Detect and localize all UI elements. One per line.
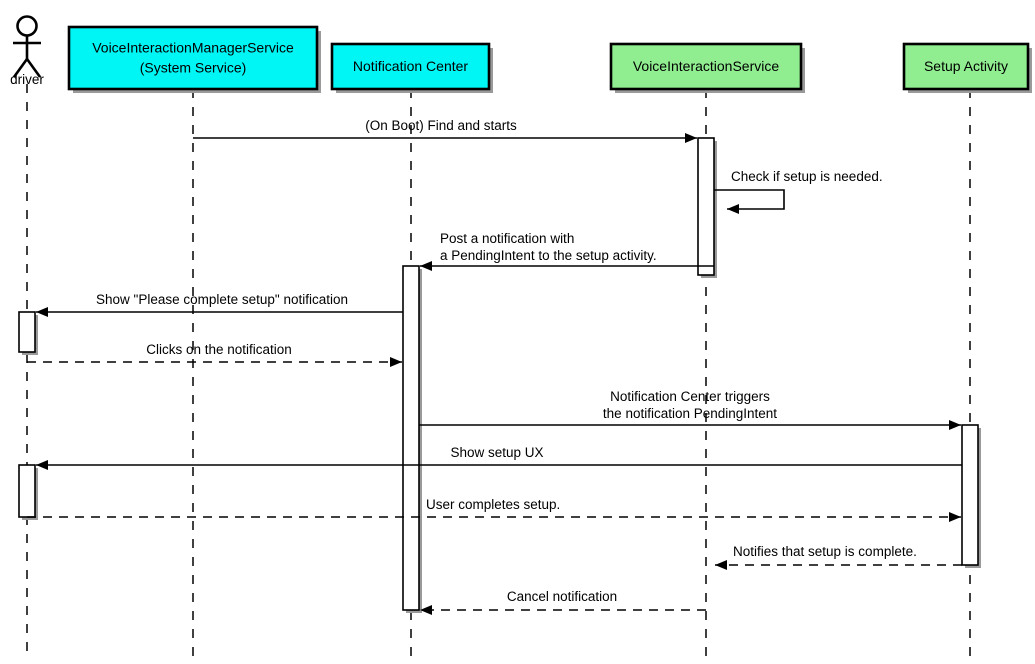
participant-label-line1: VoiceInteractionService <box>633 58 780 74</box>
activation-rect <box>18 311 36 353</box>
activation-bars-layer <box>18 137 981 613</box>
participant-heads-layer: driver VoiceInteractionManagerService (Sys… <box>10 15 1032 93</box>
message-msg-1: (On Boot) Find and starts <box>193 118 697 143</box>
actor-leg-left <box>12 58 29 78</box>
message-label: Notification Center triggers <box>610 389 770 404</box>
participant-box-fill[interactable] <box>609 42 803 91</box>
participant-label-line1: Notification Center <box>353 58 469 74</box>
message-msg-4: Show "Please complete setup" notificatio… <box>36 292 403 317</box>
message-label: Check if setup is needed. <box>731 169 883 184</box>
message-label: a PendingIntent to the setup activity. <box>440 248 657 263</box>
activation-rect <box>961 424 979 566</box>
activation-rect <box>697 137 715 276</box>
participant-label-line2: (System Service) <box>140 60 247 76</box>
activation-bar-notification_center <box>402 265 422 613</box>
message-msg-3: Post a notification with a PendingIntent … <box>420 231 714 271</box>
activation-bar-driver <box>18 311 38 355</box>
participant-box-fill[interactable] <box>330 42 491 91</box>
activation-bar-driver <box>18 464 38 520</box>
message-label: User completes setup. <box>426 497 560 512</box>
actor-leg-right <box>25 58 42 78</box>
message-label: Clicks on the notification <box>146 342 292 357</box>
activation-bar-setup_activity <box>961 424 981 568</box>
participant-box-notification_center[interactable]: Notification Center <box>330 42 493 93</box>
message-label: Show setup UX <box>450 445 543 460</box>
participant-label-line1: VoiceInteractionManagerService <box>92 40 294 56</box>
message-msg-7: Show setup UX <box>36 445 962 470</box>
message-msg-6: Notification Center triggers the notifica… <box>419 389 961 430</box>
message-label: Notifies that setup is complete. <box>733 544 917 559</box>
message-msg-10: Cancel notification <box>420 589 706 615</box>
participant-box-vims[interactable]: VoiceInteractionManagerService (System Se… <box>67 25 321 93</box>
message-msg-9: Notifies that setup is complete. <box>715 544 962 570</box>
message-msg-5: Clicks on the notification <box>27 342 402 367</box>
participant-label-line1: Setup Activity <box>924 58 1008 74</box>
message-msg-2: Check if setup is needed. <box>714 169 883 214</box>
actor-driver: driver <box>10 15 44 87</box>
participant-box-setup_activity[interactable]: Setup Activity <box>902 42 1032 93</box>
message-label: the notification PendingIntent <box>603 406 777 421</box>
participant-box-vis[interactable]: VoiceInteractionService <box>609 42 805 93</box>
message-label: Post a notification with <box>440 231 574 246</box>
activation-rect <box>18 464 36 518</box>
message-msg-8: User completes setup. <box>27 497 961 522</box>
message-label: Show "Please complete setup" notificatio… <box>96 292 348 307</box>
message-arrow-self <box>714 189 785 214</box>
message-label: Cancel notification <box>507 589 617 604</box>
participant-box-fill[interactable] <box>902 42 1030 91</box>
actor-label-driver: driver <box>10 72 44 87</box>
participant-box-fill[interactable] <box>67 25 319 91</box>
message-label: (On Boot) Find and starts <box>365 118 517 133</box>
activation-bar-vis <box>697 137 717 278</box>
actor-head-icon <box>16 15 38 37</box>
activation-rect <box>402 265 420 611</box>
